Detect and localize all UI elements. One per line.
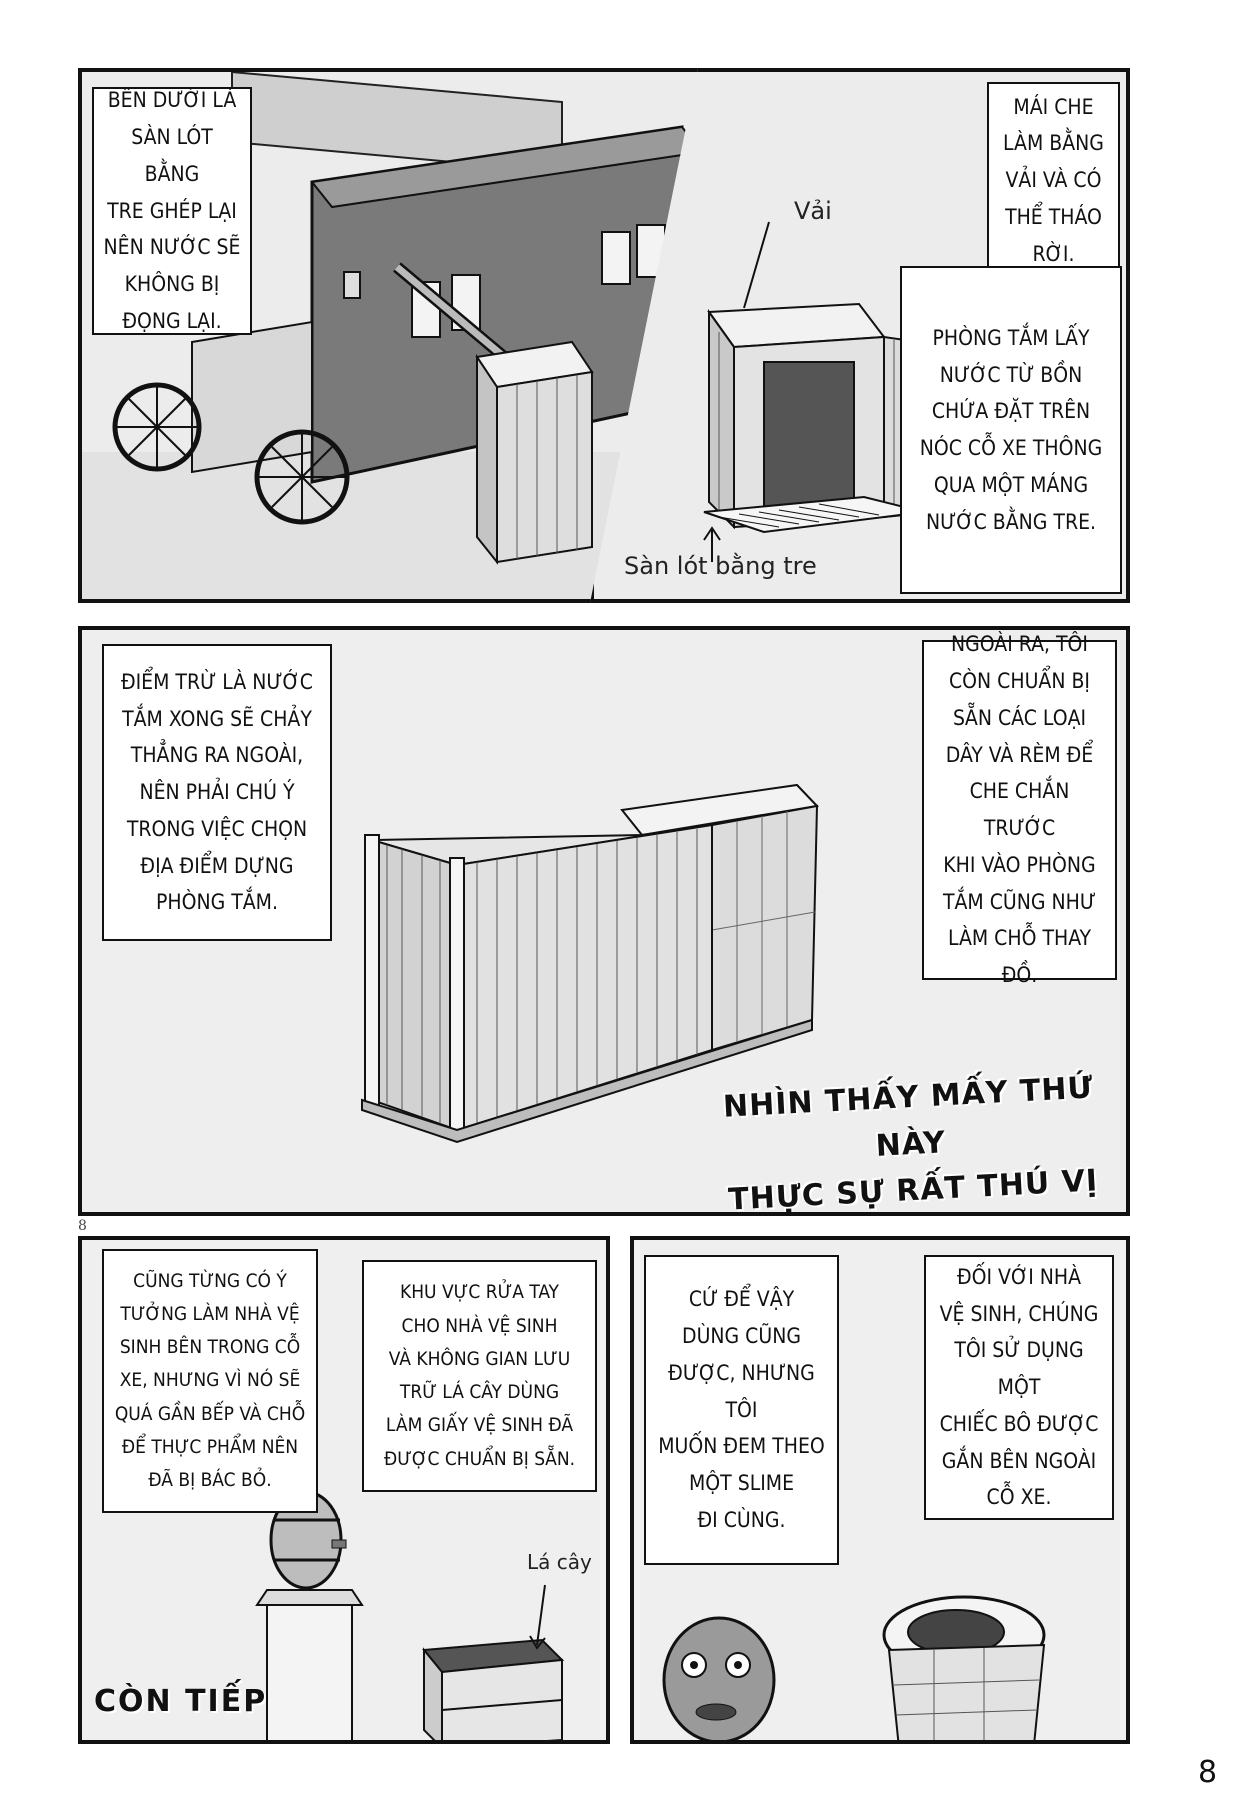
continued-label: CÒN TIẾP	[94, 1684, 268, 1719]
panel-shower-booth: Vải Sàn lót bằng tre MÁI CHE LÀM BẰNG VẢ…	[590, 68, 1130, 603]
caption-slime: CỨ ĐỂ VẬY DÙNG CŨNG ĐƯỢC, NHƯNG TÔI MUỐN…	[644, 1255, 839, 1565]
page-number: 8	[1198, 1755, 1218, 1790]
caption-potty: ĐỐI VỚI NHÀ VỆ SINH, CHÚNG TÔI SỬ DỤNG M…	[924, 1255, 1114, 1520]
caption-drain-water: ĐIỂM TRỪ LÀ NƯỚC TẮM XONG SẼ CHẢY THẲNG …	[102, 644, 332, 941]
panel-curtain-booth: ĐIỂM TRỪ LÀ NƯỚC TẮM XONG SẼ CHẢY THẲNG …	[78, 626, 1130, 1216]
panel-toilet-area: CŨNG TỪNG CÓ Ý TƯỞNG LÀM NHÀ VỆ SINH BÊN…	[78, 1236, 610, 1744]
caption-water-tank: PHÒNG TẮM LẤY NƯỚC TỪ BỒN CHỨA ĐẶT TRÊN …	[900, 266, 1122, 594]
caption-curtains: NGOÀI RA, TÔI CÒN CHUẨN BỊ SẴN CÁC LOẠI …	[922, 632, 1117, 987]
panel-slime-potty: CỨ ĐỂ VẬY DÙNG CŨNG ĐƯỢC, NHƯNG TÔI MUỐN…	[630, 1236, 1130, 1744]
caption-cloth-roof: MÁI CHE LÀM BẰNG VẢI VÀ CÓ THỂ THÁO RỜI.	[987, 82, 1120, 279]
label-cloth: Vải	[794, 197, 832, 225]
caption-hand-wash: KHU VỰC RỬA TAY CHO NHÀ VỆ SINH VÀ KHÔNG…	[362, 1260, 597, 1492]
caption-toilet-idea: CŨNG TỪNG CÓ Ý TƯỞNG LÀM NHÀ VỆ SINH BÊN…	[102, 1249, 318, 1513]
page-small-number: 8	[78, 1218, 87, 1234]
label-bamboo-floor: Sàn lót bằng tre	[624, 552, 817, 580]
shout-interesting: NHÌN THẤY MẤY THỨ NÀY THỰC SỰ RẤT THÚ VỊ…	[722, 1070, 1099, 1216]
caption-bamboo-floor: BÊN DƯỚI LÀ SÀN LÓT BẰNG TRE GHÉP LẠI NÊ…	[92, 87, 252, 335]
label-leaf: Lá cây	[527, 1550, 592, 1574]
